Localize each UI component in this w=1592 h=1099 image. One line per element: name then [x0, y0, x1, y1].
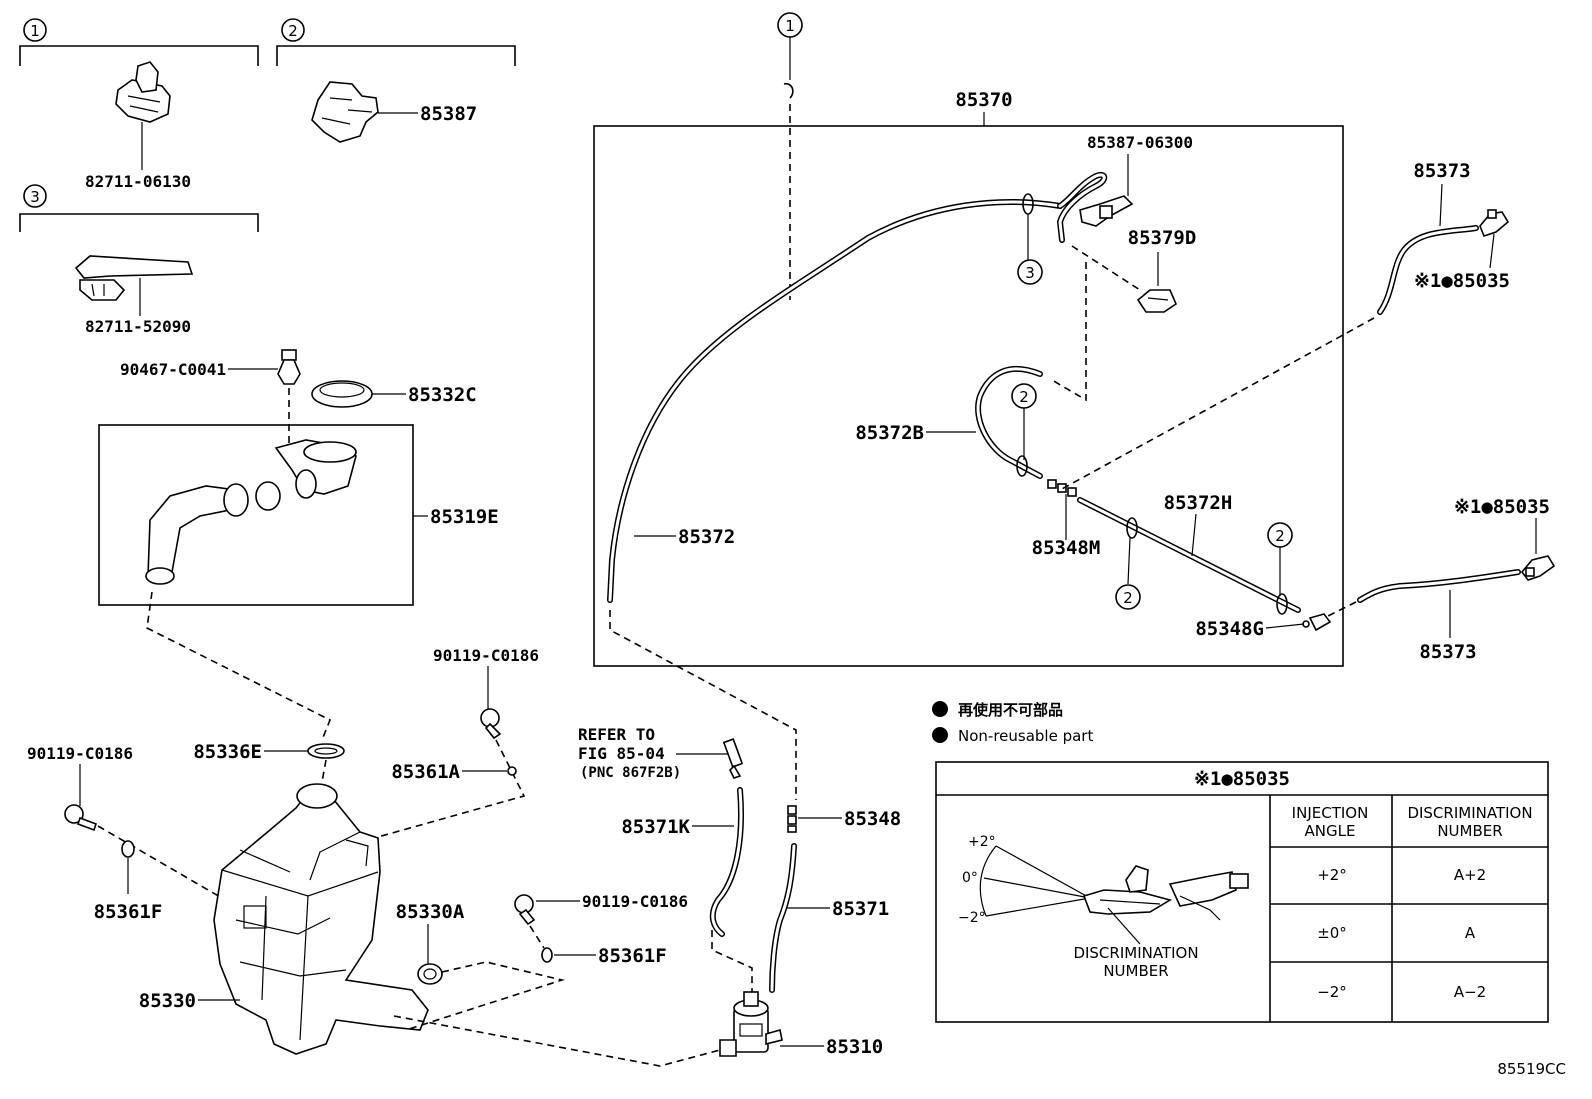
part-number-85372: 85372: [678, 526, 735, 548]
nozzle-85379d-icon: [1136, 289, 1177, 313]
clip-82711-06130-icon: [115, 61, 171, 123]
part-number-85371k: 85371K: [621, 816, 690, 838]
gasket-85336e-icon: [307, 743, 345, 759]
screw-90467-icon: [277, 349, 301, 385]
hose-assembly-box: [593, 125, 1344, 667]
part-number-85348: 85348: [844, 808, 901, 830]
bolt-90119-mid-icon: [514, 894, 536, 926]
connector-refer-icon: [722, 738, 744, 779]
part-number-85330: 85330: [139, 990, 196, 1012]
clip-85387-icon: [311, 81, 379, 143]
header-angle: ANGLE: [1305, 822, 1356, 840]
part-number-90119-c0186-top: 90119-C0186: [433, 646, 539, 665]
angle-minus2: −2°: [958, 910, 986, 926]
part-number-85372b: 85372B: [855, 422, 924, 444]
angle-zero: 0°: [962, 870, 978, 886]
group-1-number: 1: [30, 22, 40, 40]
legend-japanese: 再使用不可部品: [958, 701, 1063, 719]
grommet-85361a-icon: [507, 766, 517, 776]
clip-82711-52090-icon: [74, 255, 194, 301]
part-number-85379d: 85379D: [1128, 227, 1197, 249]
refer-to-line2: FIG 85-04: [578, 744, 665, 763]
figure-id: 85519CC: [1497, 1060, 1566, 1078]
row2-angle: ±0°: [1317, 924, 1347, 942]
refer-to-line3: (PNC 867F2B): [580, 765, 681, 781]
marker-3-box: 3: [1025, 264, 1035, 282]
part-number-85372h: 85372H: [1164, 492, 1233, 514]
tank-85330-icon: [213, 783, 429, 1055]
part-number-85387-06300: 85387-06300: [1087, 133, 1193, 152]
angle-plus2: +2°: [968, 834, 996, 850]
detail-label-line2: NUMBER: [1103, 962, 1168, 980]
row1-angle: +2°: [1317, 866, 1347, 884]
part-number-85371: 85371: [832, 898, 889, 920]
cap-85332c-icon: [311, 380, 373, 408]
bolt-90119-top-icon: [480, 708, 502, 740]
clip-85387-06300-icon: [1079, 195, 1134, 227]
group-3: 3 82711-52090: [19, 184, 259, 336]
refer-to-line1: REFER TO: [578, 725, 655, 744]
part-number-90467-c0041: 90467-C0041: [120, 360, 226, 379]
filler-neck-85319e-icon: [145, 439, 357, 585]
part-number-82711-52090: 82711-52090: [85, 317, 191, 336]
part-number-85373-top: 85373: [1413, 160, 1470, 182]
detail-label-line1: DISCRIMINATION: [1073, 944, 1198, 962]
nozzle-85035-bottom-icon: [1520, 555, 1556, 581]
part-number-85332c: 85332C: [408, 384, 477, 406]
row1-number: A+2: [1454, 866, 1486, 884]
group-2: 2 85387: [276, 18, 516, 143]
part-number-85330a: 85330A: [396, 901, 465, 923]
part-number-90119-c0186-left: 90119-C0186: [27, 744, 133, 763]
bolt-90119-left-icon: [64, 804, 98, 832]
part-number-85370: 85370: [955, 89, 1012, 111]
part-number-90119-c0186-mid: 90119-C0186: [582, 892, 688, 911]
part-number-85348g: 85348G: [1195, 618, 1264, 640]
part-number-85035-bottom: ※1●85035: [1454, 496, 1550, 518]
part-number-85336e: 85336E: [193, 741, 262, 763]
part-number-85373-bottom: 85373: [1419, 641, 1476, 663]
marker-1-top: 1: [785, 17, 795, 35]
grommet-85361f-left-icon: [121, 840, 135, 858]
part-number-85361a: 85361A: [391, 761, 460, 783]
injection-angle-table: ※1●85035 INJECTION ANGLE DISCRIMINATION …: [935, 761, 1549, 1023]
part-number-85361f-left: 85361F: [94, 901, 163, 923]
part-number-85319e: 85319E: [430, 506, 499, 528]
pump-85310-icon: [719, 991, 783, 1057]
joint-85348g-icon: [1302, 613, 1332, 632]
connector-85348-icon: [787, 805, 797, 833]
group-2-number: 2: [288, 22, 298, 40]
group-1: 1 82711-06130: [19, 18, 259, 191]
joint-85348m-icon: [1047, 479, 1077, 497]
row3-angle: −2°: [1317, 983, 1347, 1001]
bullet-icon: [932, 701, 948, 717]
row3-number: A−2: [1454, 983, 1486, 1001]
part-number-85387: 85387: [420, 103, 477, 125]
grommet-85361f-mid-icon: [541, 947, 553, 963]
bullet-icon: [932, 727, 948, 743]
part-number-85035-top: ※1●85035: [1414, 270, 1510, 292]
group-3-number: 3: [30, 188, 40, 206]
part-number-85310: 85310: [826, 1036, 883, 1058]
table-title: ※1●85035: [1194, 768, 1290, 790]
header-number: NUMBER: [1437, 822, 1502, 840]
filler-neck-box: [98, 424, 414, 606]
marker-2-a: 2: [1019, 388, 1029, 406]
marker-2-b: 2: [1123, 589, 1133, 607]
part-number-82711-06130: 82711-06130: [85, 172, 191, 191]
header-discrimination: DISCRIMINATION: [1407, 804, 1532, 822]
legend-english: Non-reusable part: [958, 727, 1093, 745]
clip-hook-icon: [783, 82, 794, 99]
marker-2-c: 2: [1275, 527, 1285, 545]
nozzle-detail-icon: [1082, 865, 1249, 921]
grommet-85330a-icon: [417, 963, 443, 985]
nozzle-85035-top-icon: [1479, 209, 1510, 237]
part-number-85361f-mid: 85361F: [598, 945, 667, 967]
header-injection: INJECTION: [1292, 804, 1369, 822]
row2-number: A: [1465, 924, 1476, 942]
part-number-85348m: 85348M: [1032, 537, 1101, 559]
